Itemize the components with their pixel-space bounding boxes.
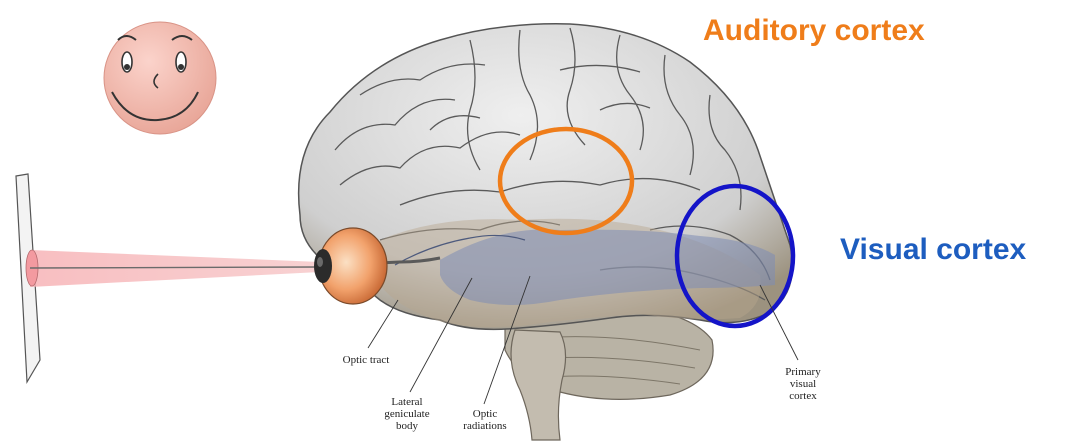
optic-radiations-label: Optic radiations [449, 408, 521, 432]
optic-tract-label: Optic tract [324, 354, 408, 366]
lateral-geniculate-body-label: Lateral geniculate body [372, 396, 442, 432]
smiley-face-icon [104, 22, 216, 134]
visual-cortex-heading: Visual cortex [840, 233, 1026, 267]
light-beam [26, 250, 320, 287]
primary-visual-cortex-label: Primary visual cortex [770, 366, 836, 402]
auditory-cortex-heading: Auditory cortex [703, 14, 925, 48]
